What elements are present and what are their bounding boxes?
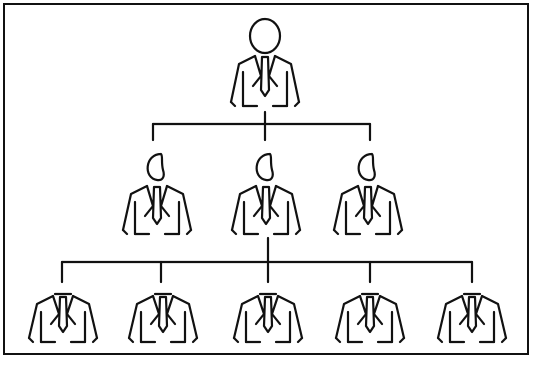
torso-icon: [234, 294, 302, 342]
torso-icon: [29, 294, 97, 342]
torso-icon: [129, 294, 197, 342]
node-mid-1: [123, 154, 191, 234]
connectors: [62, 112, 472, 282]
person-icon: [231, 19, 299, 106]
node-bottom-1: [29, 294, 97, 342]
node-mid-2: [232, 154, 300, 234]
node-bottom-4: [336, 294, 404, 342]
person-icon: [232, 154, 300, 234]
node-bottom-2: [129, 294, 197, 342]
person-icon: [123, 154, 191, 234]
node-bottom-3: [234, 294, 302, 342]
node-top: [231, 19, 299, 106]
node-mid-3: [334, 154, 402, 234]
person-icon: [334, 154, 402, 234]
torso-icon: [438, 294, 506, 342]
torso-icon: [336, 294, 404, 342]
node-bottom-5: [438, 294, 506, 342]
